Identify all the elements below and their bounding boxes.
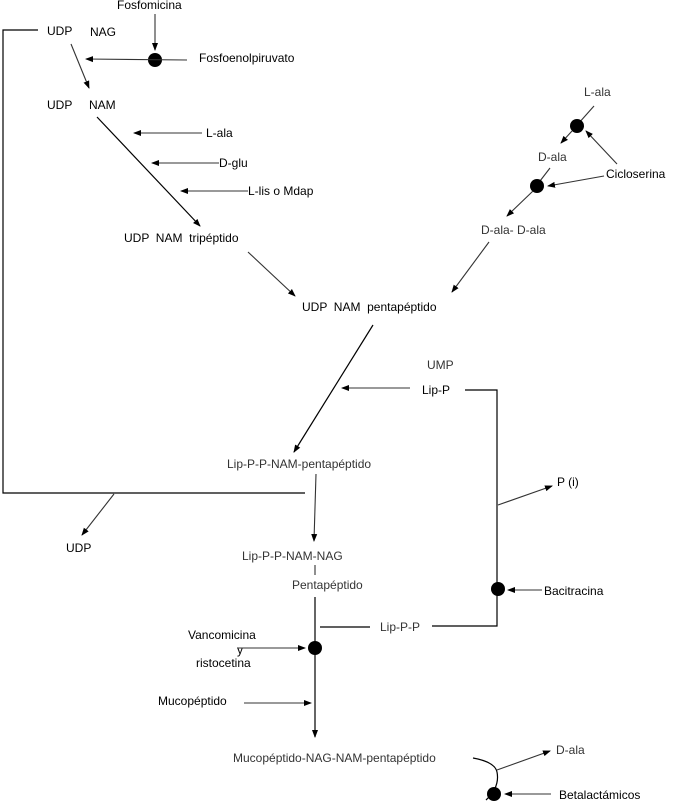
l-ala-label: L-ala — [206, 126, 233, 140]
cicloserina-inhibition-dot-2 — [530, 179, 544, 193]
vancomicina-inhibition-dot — [308, 641, 322, 655]
lip-p-p-label: Lip-P-P — [380, 620, 420, 634]
vancomicina-label-line2: y — [237, 643, 243, 657]
l-ala-right-label: L-ala — [584, 85, 611, 99]
cicloserina-inhibition-dot-1 — [570, 119, 584, 133]
fosfoenolpiruvato-label: Fosfoenolpiruvato — [199, 51, 295, 65]
l-lis-label: L-lis o Mdap — [248, 184, 314, 198]
bacitracina-label: Bacitracina — [544, 584, 604, 598]
d-ala-to-d-ala-d-ala-arrow — [506, 190, 534, 217]
betalactamicos-inhibition-dot — [487, 787, 501, 801]
udp-nam-nam: NAM — [89, 98, 116, 112]
lip-p-p-nam-nag: Lip-P-P-NAM-NAG — [242, 549, 343, 563]
p-i-label: P (i) — [557, 475, 579, 489]
l-ala-to-d-ala-arrow — [560, 130, 573, 144]
d-ala-release-label: D-ala — [556, 743, 585, 757]
udp-nag-udp: UDP — [47, 24, 72, 38]
vancomicina-label-line3: ristocetina — [196, 656, 251, 670]
vancomicina-label-line1: Vancomicina — [188, 628, 256, 642]
udp-nam-tripeptido: UDP NAM tripéptido — [124, 231, 239, 245]
pentapeptido-to-lip-arrow — [293, 324, 374, 453]
recycle-bracket — [2, 29, 305, 494]
udp-nag-nag: NAG — [90, 25, 116, 39]
ump-label: UMP — [427, 358, 454, 372]
nag-to-nam-arrow — [70, 43, 90, 89]
udp-release-label: UDP — [66, 541, 91, 555]
pentapeptido-lip-to-nag-arrow — [311, 473, 318, 542]
pentapeptido-label: Pentapéptido — [292, 578, 363, 592]
cicloserina-arrow-2 — [547, 175, 605, 188]
mucopeptido-final-label: Mucopéptido-NAG-NAM-pentapéptido — [233, 751, 436, 765]
d-ala-release-arrow — [496, 750, 551, 771]
d-glu-label: D-glu — [219, 156, 248, 170]
d-ala-d-ala-label: D-ala- D-ala — [481, 223, 546, 237]
mucopeptido-label: Mucopéptido — [158, 694, 227, 708]
p-i-release-arrow — [497, 485, 553, 506]
betalactamicos-label: Betalactámicos — [559, 788, 640, 802]
lip-p-label: Lip-P — [422, 383, 450, 397]
lip-p-p-nam-pentapeptido: Lip-P-P-NAM-pentapéptido — [227, 457, 371, 471]
cicloserina-arrow-1 — [585, 130, 618, 165]
lip-p-recycle-loop — [432, 389, 498, 627]
fosfomicina-label: Fosfomicina — [117, 0, 182, 12]
udp-nam-pentapeptido: UDP NAM pentapéptido — [302, 300, 437, 314]
udp-nam-udp: UDP — [47, 98, 72, 112]
d-ala-d-ala-to-pentapeptido-arrow — [451, 241, 490, 293]
bacitracina-inhibition-dot — [491, 582, 505, 596]
d-ala-to-d-ala-d-ala-line — [539, 167, 551, 182]
tripeptido-to-pentapeptido-arrow — [247, 251, 296, 297]
nam-to-tripeptido-arrow — [96, 116, 201, 227]
cicloserina-label: Cicloserina — [606, 167, 666, 181]
d-ala-label: D-ala — [538, 150, 567, 164]
udp-release-arrow — [81, 493, 115, 536]
fosfoenolpiruvato-arrow — [85, 56, 188, 63]
